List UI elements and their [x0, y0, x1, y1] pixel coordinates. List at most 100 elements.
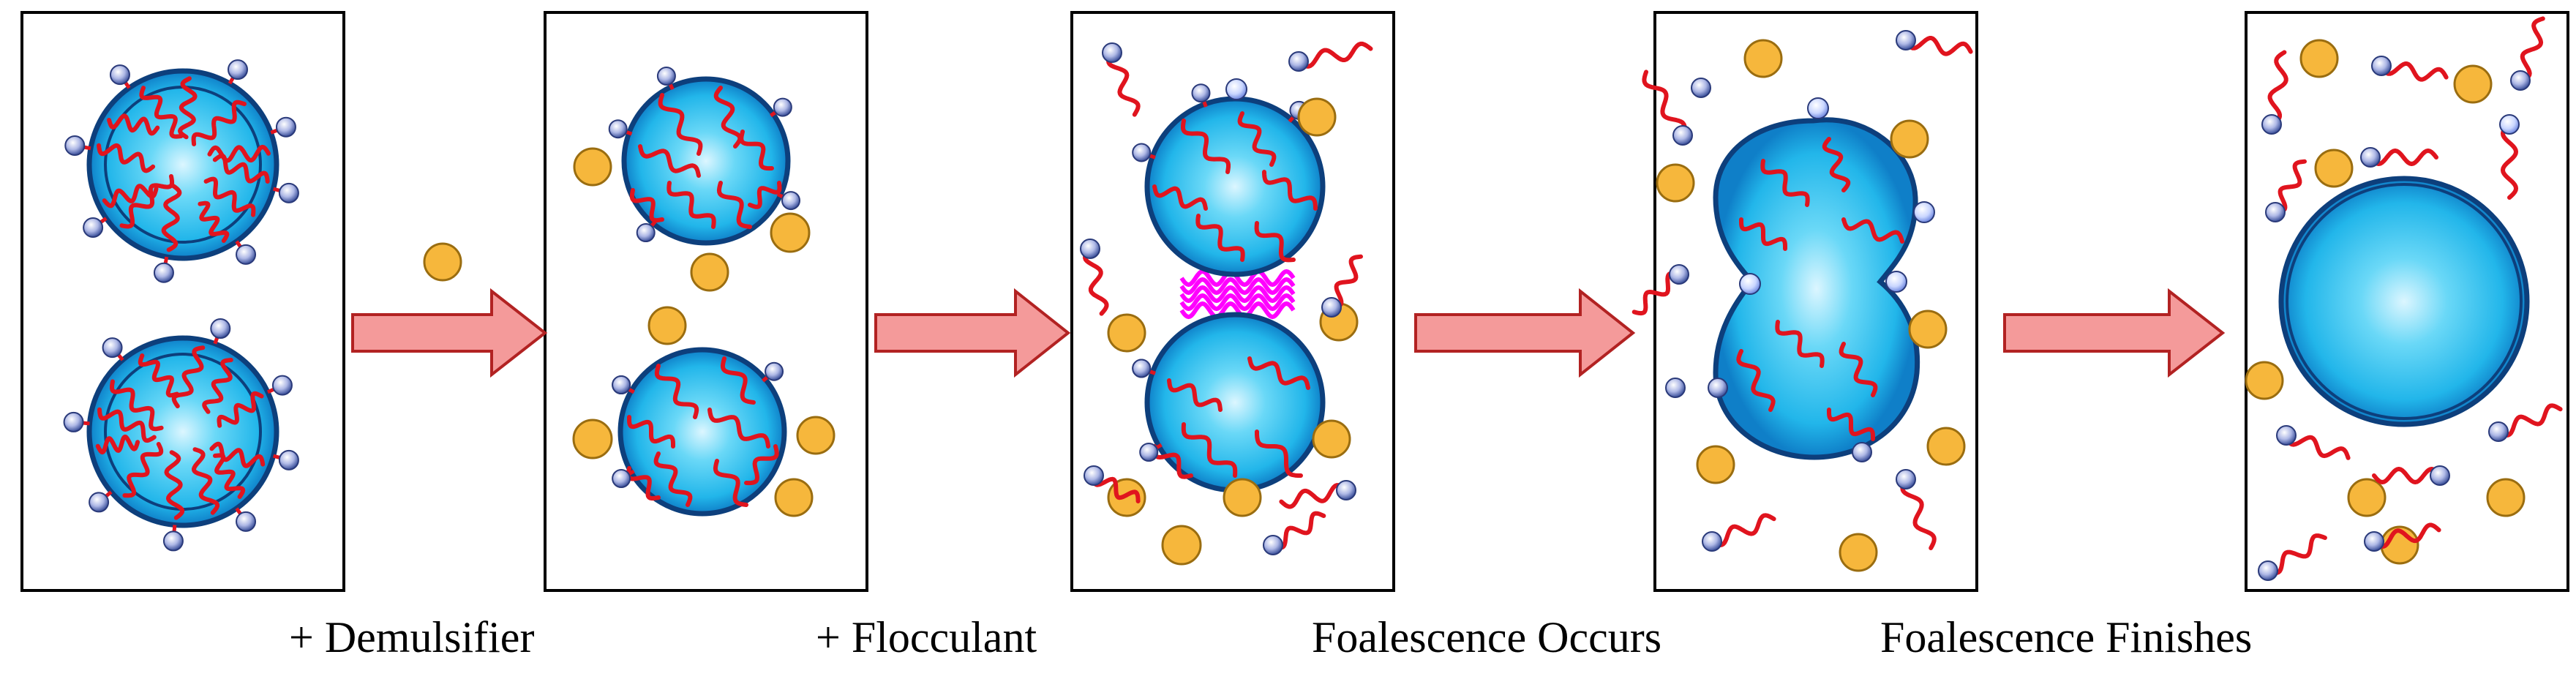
surfactant-tail	[207, 144, 271, 163]
surfactant-tail	[138, 353, 179, 398]
surfactant-head	[1702, 531, 1722, 552]
surfactant-tail	[139, 86, 184, 139]
surfactant-tail	[1775, 320, 1825, 368]
surfactant-tail	[2496, 403, 2563, 438]
surfactant-head	[1913, 201, 1935, 223]
surfactant-tail	[1254, 221, 1296, 263]
surfactant-tail	[1904, 36, 1973, 56]
flocculant-bridge-strand	[1179, 269, 1296, 288]
demulsifier-molecule	[1890, 119, 1929, 159]
surfactant-tail	[1083, 247, 1109, 316]
surfactant-tail	[202, 358, 233, 414]
surfactant-tail	[1279, 483, 1348, 509]
surfactant-tail	[217, 391, 264, 428]
surfactant-tail	[666, 181, 716, 229]
demulsifier-molecule	[1297, 97, 1337, 137]
demulsifier-molecule	[647, 306, 687, 345]
surfactant-head	[1132, 359, 1152, 378]
surfactant-head	[2499, 114, 2520, 135]
surfactant-tail	[203, 176, 256, 217]
surfactant-head	[1691, 78, 1711, 98]
surfactant-head	[1225, 78, 1247, 100]
surfactant-tail	[1296, 41, 1373, 69]
surfactant-head	[2258, 560, 2278, 581]
demulsifier-molecule	[774, 478, 814, 517]
surfactant-head	[2265, 202, 2286, 222]
surfactant-head	[1708, 378, 1728, 398]
demulsifier-molecule	[2486, 478, 2526, 517]
surfactant-head	[1885, 271, 1907, 293]
surfactant-head	[228, 59, 248, 80]
surfactant-head	[636, 223, 656, 243]
surfactant-tail	[1827, 408, 1875, 441]
surfactant-tail	[110, 379, 164, 432]
surfactant-head	[278, 449, 299, 470]
surfactant-head	[1807, 97, 1829, 119]
surfactant-head	[102, 337, 123, 359]
demulsifier-molecule	[1312, 419, 1351, 459]
surfactant-tail	[1736, 349, 1776, 412]
surfactant-head	[1084, 465, 1104, 486]
surfactant-tail	[1247, 356, 1310, 390]
surfactant-tail	[191, 100, 247, 146]
surfactant-head	[612, 375, 631, 394]
surfactant-tail	[2379, 61, 2449, 82]
oil-droplet	[86, 335, 279, 528]
surfactant-head	[781, 191, 801, 211]
surfactant-tail	[1271, 511, 1326, 550]
surfactant-tail	[209, 441, 266, 468]
process-arrow-4	[2003, 288, 2226, 378]
process-arrow-1	[351, 288, 548, 378]
demulsifier-molecule	[1223, 478, 1262, 517]
surfactant-head	[1672, 125, 1693, 146]
flocculant-bridge-strand	[1179, 277, 1296, 296]
demulsifier-molecule	[2314, 149, 2354, 188]
caption-coalescence-finishes: Foalescence Finishes	[1880, 613, 2253, 661]
demulsifier-molecule	[573, 147, 612, 187]
surfactant-head	[773, 97, 792, 117]
demulsifier-molecule	[572, 419, 613, 459]
surfactant-head	[2364, 531, 2384, 552]
flocculant-bridge-strand	[1179, 293, 1296, 312]
surfactant-head	[1336, 480, 1356, 500]
demulsifier-molecule	[1107, 313, 1146, 353]
surfactant-head	[153, 262, 174, 283]
process-arrow-3	[1414, 288, 1636, 378]
demulsifier-molecule	[423, 242, 462, 282]
demulsifier-molecule	[770, 212, 811, 253]
surfactant-tail	[171, 345, 206, 409]
surfactant-head	[63, 411, 84, 432]
surfactant-tail	[654, 364, 699, 419]
surfactant-tail	[2273, 159, 2307, 214]
panel-2-demulsifier-added	[572, 66, 835, 517]
oil-droplet	[2278, 176, 2530, 427]
demulsifier-molecule	[1839, 533, 1878, 572]
surfactant-tail	[707, 408, 770, 449]
oil-droplet	[86, 68, 279, 261]
surfactant-head	[109, 64, 130, 86]
surfactant-head	[210, 318, 231, 340]
surfactant-tail	[1710, 513, 1776, 547]
surfactant-tail	[739, 130, 774, 171]
surfactant-head	[64, 135, 86, 156]
surfactant-tail	[1167, 378, 1223, 412]
panel-4-coalescence-occurs	[1631, 30, 1973, 572]
surfactant-tail	[1237, 111, 1277, 167]
surfactant-tail	[1900, 477, 1937, 550]
surfactant-tail	[1262, 170, 1318, 211]
interfacial-film	[2286, 183, 2523, 420]
surfactant-tail	[629, 188, 664, 223]
surfactant-head	[656, 66, 676, 86]
caption-flocculant: + Flocculant	[816, 613, 1037, 661]
surfactant-head	[162, 530, 184, 552]
surfactant-tail	[2518, 16, 2545, 83]
surfactant-tail	[2372, 522, 2441, 549]
surfactant-tail	[713, 459, 748, 507]
coalescing-droplets	[1713, 117, 1920, 460]
demulsifier-molecule	[1161, 525, 1202, 566]
demulsifier-molecule	[2453, 64, 2493, 104]
surfactant-tail	[2267, 50, 2288, 127]
surfactant-tail	[1329, 254, 1363, 310]
surfactant-head	[1896, 469, 1916, 489]
